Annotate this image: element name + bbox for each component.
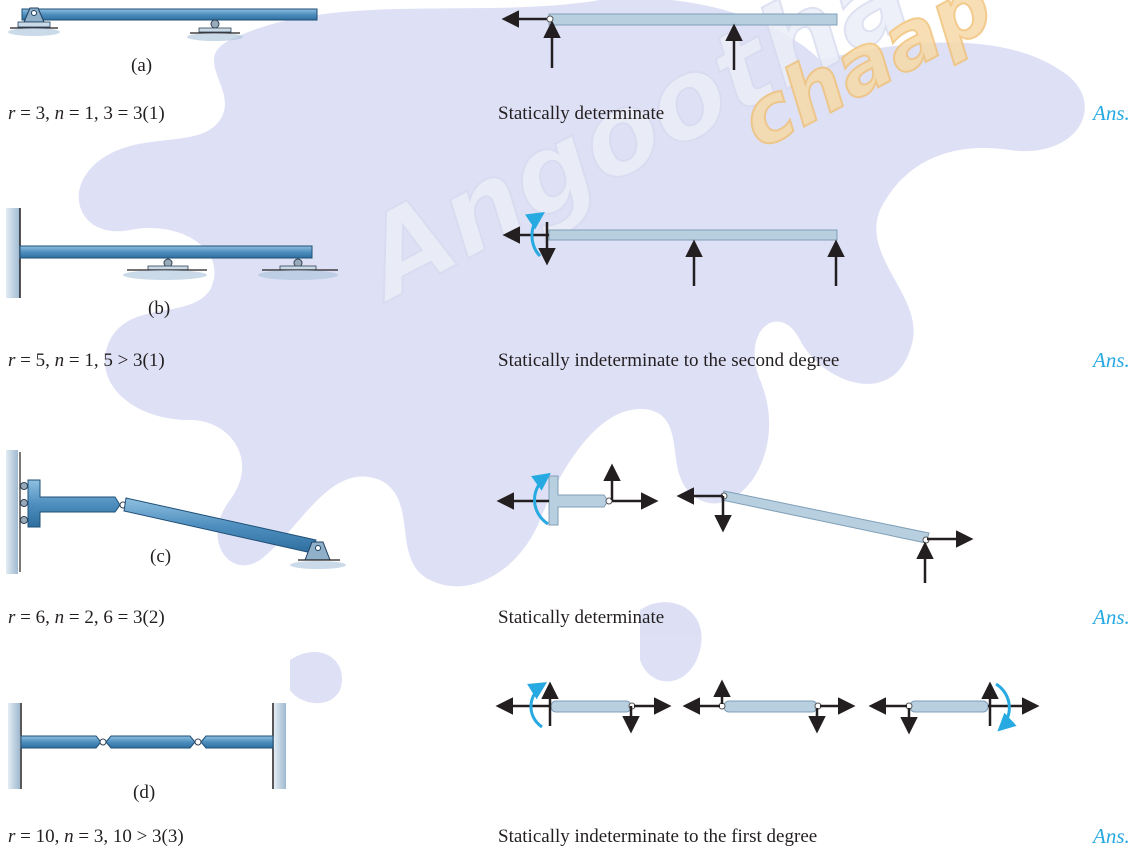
roller-support-a (187, 19, 243, 41)
fbd-b-member (548, 229, 838, 241)
watermark-splash (78, 0, 1085, 587)
fbd-a-member (548, 13, 838, 26)
equation-c-n: 2 (84, 607, 94, 628)
equation-c-relation: 6 = 3(2) (103, 607, 165, 628)
equation-b-r: 5 (35, 350, 46, 371)
ans-a: Ans. (1093, 101, 1130, 125)
structure-c (6, 450, 346, 574)
watermark (78, 0, 1085, 704)
equation-d-r: 10 (35, 826, 55, 847)
label-c: (c) (150, 546, 172, 567)
fbd-c-inclined-member (721, 490, 930, 544)
equation-a-relation: 3 = 3(1) (103, 103, 165, 124)
fbd-d-member-2 (723, 700, 818, 713)
equation-b-n: 1 (84, 350, 94, 371)
fixed-wall-d-left (8, 703, 20, 789)
equation-d-n: 3 (93, 826, 104, 847)
equation-a-r: 3 (35, 103, 46, 124)
beam-a (21, 8, 318, 21)
structure-b (6, 208, 338, 298)
label-a: (a) (131, 55, 153, 76)
label-d: (d) (133, 782, 156, 803)
beam-d-segment-2 (105, 735, 196, 749)
result-c: Statically determinate (498, 607, 665, 628)
fbd-b (502, 211, 845, 286)
fbd-d-s1-moment (527, 682, 548, 729)
fixed-wall-b (6, 208, 20, 298)
structure-a (8, 7, 318, 41)
structure-d (8, 703, 286, 789)
beam-b (19, 245, 313, 259)
ans-d: Ans. (1093, 824, 1130, 848)
tee-member-c (27, 479, 121, 528)
fbd-c (496, 463, 974, 583)
beam-d-segment-1 (20, 735, 102, 749)
fbd-a (501, 10, 838, 70)
equation-d: r = 10, n = 3, 10 > 3(3) (8, 826, 184, 847)
ans-b: Ans. (1093, 348, 1130, 372)
equation-b-relation: 5 > 3(1) (103, 350, 165, 371)
result-d: Statically indeterminate to the first de… (498, 826, 818, 847)
fbd-d-member-1 (550, 700, 632, 713)
label-b: (b) (148, 298, 171, 319)
pin-support-a (8, 7, 60, 36)
equation-c-r: 6 (35, 607, 46, 628)
pin-support-c (290, 541, 346, 569)
equation-d-relation: 10 > 3(3) (112, 826, 184, 847)
fbd-d (495, 679, 1040, 735)
fbd-d-member-3 (909, 700, 989, 713)
roller-support-b1 (123, 258, 207, 280)
fbd-b-moment (525, 211, 545, 258)
equation-a: r = 3, n = 1, 3 = 3(1) (8, 103, 165, 124)
equation-c: r = 6, n = 2, 6 = 3(2) (8, 607, 165, 628)
roller-support-b2 (258, 258, 338, 280)
fbd-c-tee-member (548, 475, 609, 526)
beam-d-segment-3 (200, 735, 274, 749)
fixed-wall-d-right (274, 703, 286, 789)
result-a: Statically determinate (498, 103, 665, 124)
result-b: Statically indeterminate to the second d… (498, 350, 840, 371)
fbd-c-moment (531, 472, 551, 526)
ans-c: Ans. (1093, 605, 1130, 629)
wall-c (6, 450, 18, 574)
equation-a-n: 1 (84, 103, 94, 124)
equation-b: r = 5, n = 1, 5 > 3(1) (8, 350, 165, 371)
fbd-d-s3-moment (995, 682, 1017, 732)
